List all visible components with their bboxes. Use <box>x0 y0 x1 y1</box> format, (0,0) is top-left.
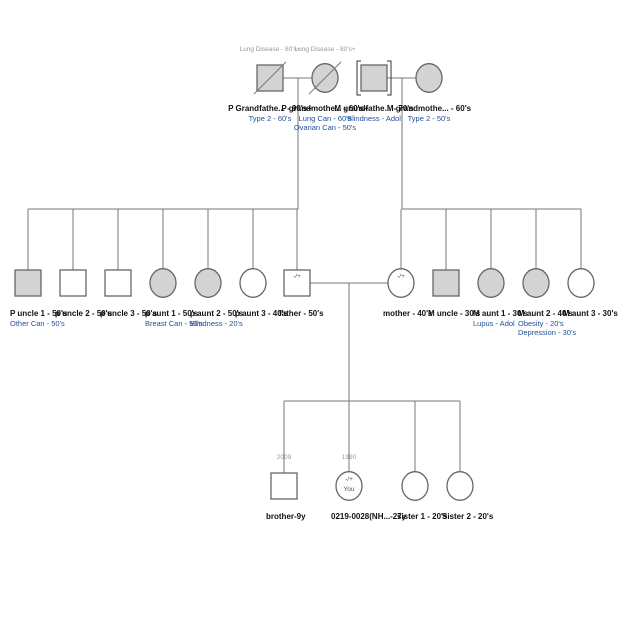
person-label: p uncle 2 - 50's <box>55 309 113 318</box>
female-symbol <box>335 471 363 501</box>
female-symbol <box>149 268 177 298</box>
adopted-bracket-right <box>387 60 392 96</box>
male-symbol <box>104 269 132 297</box>
person-m-uncle[interactable]: M uncle - 30's <box>428 269 481 318</box>
proband-marker: You <box>344 486 355 493</box>
person-label: M aunt 2 - 40's <box>518 309 573 318</box>
genetic-test-mark: -/+ <box>345 476 353 483</box>
female-symbol <box>194 268 222 298</box>
male-symbol <box>283 269 311 297</box>
person-mother[interactable]: -/+ mother - 40's <box>383 268 433 318</box>
person-symbols: Lung Disease - 80's+ P Grandfathe... - 90… <box>10 46 618 521</box>
person-label: p aunt 1 - 50's <box>145 309 199 318</box>
person-p-uncle-3[interactable]: p uncle 3 - 50's <box>100 269 158 318</box>
person-label: mother - 40's <box>383 309 433 318</box>
person-sister-1[interactable]: sister 1 - 20's <box>397 471 448 521</box>
person-label: M aunt 1 - 30's <box>473 309 528 318</box>
person-p-grandmother[interactable]: Lung Disease - 80's+ P grandmothe... - 60… <box>281 46 369 132</box>
person-father[interactable]: -/+ father - 50's <box>279 269 324 318</box>
male-symbol <box>360 64 388 92</box>
condition-label: Depression - 30's <box>518 328 576 337</box>
person-p-aunt-3[interactable]: p aunt 3 - 40's <box>235 268 289 318</box>
condition-label: Other Can - 50's <box>10 319 65 328</box>
person-label: M aunt 3 - 30's <box>563 309 618 318</box>
male-symbol <box>432 269 460 297</box>
female-symbol <box>567 268 595 298</box>
above-label: 1990 <box>342 454 357 461</box>
person-label: M grandmothe... - 60's <box>387 104 472 113</box>
person-sister-2[interactable]: Sister 2 - 20's <box>442 471 494 521</box>
above-label: Lung Disease - 80's+ <box>239 46 300 53</box>
female-symbol <box>387 268 415 298</box>
person-p-grandfather[interactable]: Lung Disease - 80's+ P Grandfathe... - 90… <box>228 46 312 123</box>
person-label: M grandfathe... - 70's <box>334 104 414 113</box>
condition-label: Type 2 - 60's <box>249 114 292 123</box>
person-label: sister 1 - 20's <box>397 512 448 521</box>
person-proband[interactable]: -/+ You 1990 0219-0028(NH...-27y <box>331 454 407 521</box>
person-label: P uncle 1 - 50's <box>10 309 68 318</box>
person-label: 0219-0028(NH...-27y <box>331 512 407 521</box>
condition-label: Type 2 - 50's <box>408 114 451 123</box>
female-symbol <box>477 268 505 298</box>
person-label: p aunt 2 - 50's <box>190 309 244 318</box>
above-label: Lung Disease - 80's+ <box>294 46 355 53</box>
deceased-slash <box>253 61 287 95</box>
condition-label: Obesity - 20's <box>518 319 564 328</box>
relationship-lines <box>27 77 582 473</box>
person-label: P grandmothe... - 60's+ <box>281 104 369 113</box>
female-symbol <box>522 268 550 298</box>
person-label: Sister 2 - 20's <box>442 512 494 521</box>
person-brother[interactable]: 2009 brother-9y <box>266 454 306 521</box>
genetic-test-mark: -/+ <box>293 273 301 280</box>
person-label: brother-9y <box>266 512 306 521</box>
genetic-test-mark: -/+ <box>397 273 405 280</box>
male-symbol <box>270 472 298 500</box>
condition-label: Lupus - Adol <box>473 319 515 328</box>
person-m-aunt-3[interactable]: M aunt 3 - 30's <box>563 268 618 318</box>
condition-label: Blindness - Adol <box>347 114 401 123</box>
person-p-uncle-2[interactable]: p uncle 2 - 50's <box>55 269 113 318</box>
person-label: P Grandfathe... - 90's+ <box>228 104 312 113</box>
person-label: M uncle - 30's <box>428 309 481 318</box>
male-symbol <box>14 269 42 297</box>
condition-label: Lung Can - 60's <box>299 114 352 123</box>
person-label: p uncle 3 - 50's <box>100 309 158 318</box>
female-symbol <box>415 63 443 93</box>
condition-label: Blindness - 20's <box>190 319 243 328</box>
adopted-bracket-left <box>356 60 361 96</box>
above-label: 2009 <box>277 454 292 461</box>
female-symbol <box>239 268 267 298</box>
male-symbol <box>59 269 87 297</box>
deceased-slash <box>308 61 342 95</box>
female-symbol <box>401 471 429 501</box>
condition-label: Breast Can - 50's <box>145 319 203 328</box>
person-label: father - 50's <box>279 309 324 318</box>
person-label: p aunt 3 - 40's <box>235 309 289 318</box>
condition-label: Ovarian Can - 50's <box>294 123 357 132</box>
female-symbol <box>446 471 474 501</box>
